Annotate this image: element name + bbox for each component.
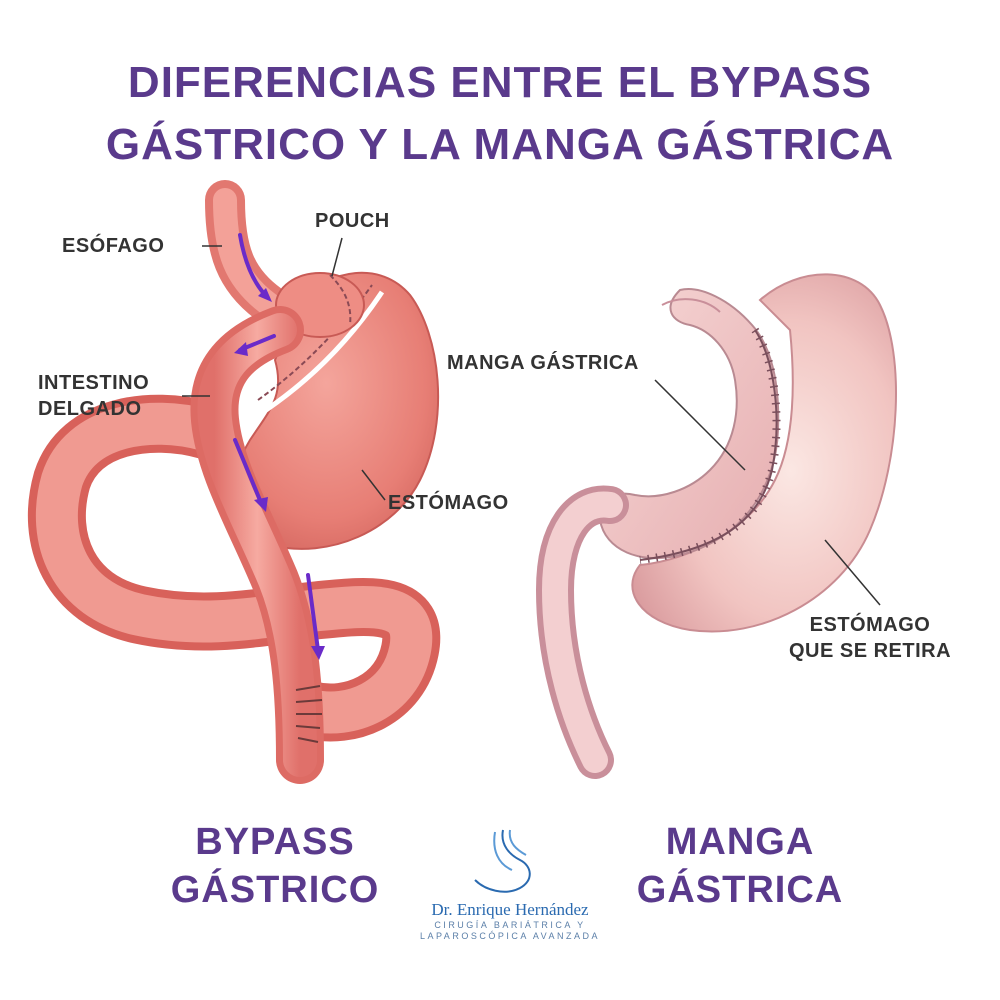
- manga-heading-line-1: MANGA: [665, 821, 815, 863]
- logo-name: Dr. Enrique Hernández: [431, 900, 589, 919]
- manga-heading-line-2: GÁSTRICA: [636, 869, 844, 911]
- label-retira-line-1: ESTÓMAGO: [809, 614, 931, 636]
- bypass-heading-line-2: GÁSTRICO: [170, 869, 380, 911]
- title-line-1: DIFERENCIAS ENTRE EL BYPASS: [127, 58, 873, 107]
- bypass-heading: BYPASS GÁSTRICO: [160, 818, 390, 914]
- logo-subtitle: CIRUGÍA BARIÁTRICA Y LAPAROSCÓPICA AVANZ…: [400, 920, 620, 942]
- bypass-illustration: [27, 180, 441, 784]
- label-retira-line-2: QUE SE RETIRA: [788, 640, 952, 662]
- title-line-2: GÁSTRICO Y LA MANGA GÁSTRICA: [105, 120, 895, 169]
- label-intestino-line-2: DELGADO: [38, 398, 142, 420]
- label-intestino: INTESTINO DELGADO: [38, 370, 149, 422]
- logo-subtitle-line-1: CIRUGÍA BARIÁTRICA Y: [434, 920, 586, 930]
- logo-mark: [474, 829, 531, 893]
- sleeve-illustration: [535, 273, 898, 779]
- label-estomago: ESTÓMAGO: [388, 492, 509, 514]
- manga-heading: MANGA GÁSTRICA: [625, 818, 855, 914]
- page-title: DIFERENCIAS ENTRE EL BYPASS GÁSTRICO Y L…: [0, 52, 1000, 176]
- label-intestino-line-1: INTESTINO: [38, 372, 150, 394]
- label-estomago-retira: ESTÓMAGO QUE SE RETIRA: [785, 612, 955, 664]
- label-pouch: POUCH: [315, 210, 390, 232]
- label-esofago: ESÓFAGO: [62, 235, 165, 257]
- label-manga-gastrica: MANGA GÁSTRICA: [447, 352, 639, 374]
- bypass-heading-line-1: BYPASS: [195, 821, 355, 863]
- logo-subtitle-line-2: LAPAROSCÓPICA AVANZADA: [419, 931, 601, 941]
- removed-stomach: [631, 273, 898, 633]
